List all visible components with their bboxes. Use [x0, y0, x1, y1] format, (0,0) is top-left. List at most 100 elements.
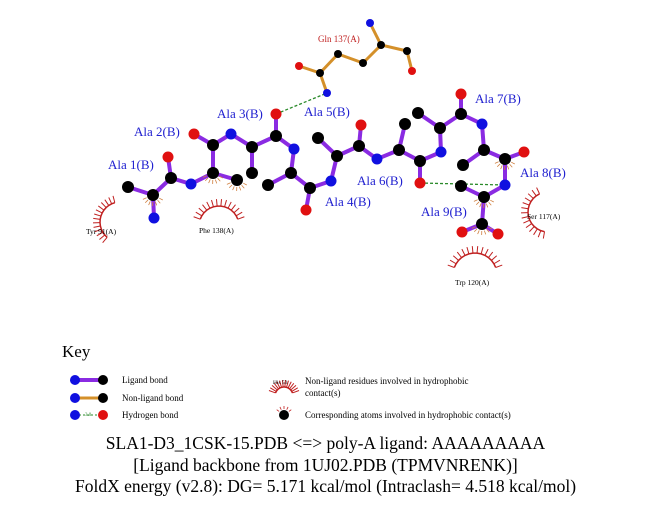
key-ligand-bond-label: Ligand bond — [122, 375, 168, 385]
oxygen-atom — [408, 67, 416, 75]
hydrophobic-arc-trp120-spike — [449, 259, 457, 265]
hydrophobic-contact-spike — [142, 197, 147, 200]
key-hydrophobic-arc-spike — [287, 381, 292, 389]
key-hydrophobic-atom — [279, 410, 289, 420]
hydrophobic-arc-phe138-spike — [233, 207, 240, 214]
hydrophobic-arc-trp120-spike — [484, 248, 489, 256]
key-hydrophobic-arc-spike — [289, 383, 295, 390]
hydrophobic-contact-spike — [243, 182, 247, 186]
nonligand-bond — [337, 52, 364, 65]
hydrophobic-arc-phe138-spike — [237, 216, 245, 220]
nitrogen-atom — [70, 393, 80, 403]
hydrophobic-arc-phe138-spike — [193, 216, 201, 220]
hydrophobic-contact-spike — [494, 161, 499, 164]
oxygen-atom — [98, 410, 108, 420]
hydrophobic-contact-spike — [485, 203, 489, 208]
hydrophobic-arc-ser117-spike — [531, 189, 537, 197]
hydrophobic-arc-ser117-spike — [537, 230, 542, 238]
hydrophobic-arc-tyr91-spike — [98, 205, 105, 211]
nitrogen-atom — [499, 179, 511, 191]
hydrophobic-arc-phe138-spike — [215, 199, 218, 207]
hydrophobic-contact-spike — [228, 184, 233, 189]
carbon-atom — [304, 182, 316, 194]
carbon-atom — [399, 118, 411, 130]
hydrophobic-arc-tyr91 — [99, 201, 116, 238]
carbon-atom — [246, 141, 258, 153]
hydrophobic-arc-trp120-spike — [466, 247, 470, 255]
hydrophobic-arc-ser117-spike — [533, 228, 538, 236]
nitrogen-atom — [323, 89, 331, 97]
hydrophobic-arc-trp120-spike — [491, 255, 498, 261]
hydrophobic-arc-trp120-spike — [456, 251, 462, 258]
hydrophobic-arc-phe138-spike — [195, 211, 203, 217]
hydrophobic-label-ser117: Ser 117(A) — [527, 212, 561, 221]
carbon-atom — [165, 172, 177, 184]
key-nonligand-bond-label: Non-ligand bond — [122, 393, 184, 403]
key-hydrophobic-arc-spike — [292, 390, 300, 394]
nitrogen-atom — [288, 143, 300, 155]
nitrogen-atom — [371, 153, 383, 165]
hydrophobic-contact-spike — [157, 199, 161, 204]
carbon-atom — [207, 139, 219, 151]
carbon-atom — [478, 191, 490, 203]
hydrophobic-arc-trp120-spike — [461, 248, 466, 256]
hydrophobic-arc-phe138-spike — [227, 201, 232, 209]
hydrophobic-arc-trp120-spike — [480, 247, 484, 255]
key-hydrophobic-spike — [279, 406, 282, 410]
hydrophobic-contact-spike — [217, 177, 221, 182]
key-hydrogen-bond-label: Hydrogen bond — [122, 410, 179, 420]
hydrophobic-contact-spike — [490, 199, 494, 203]
hydrogen-bond — [275, 92, 328, 115]
hydrophobic-contact-spike — [509, 163, 513, 168]
caption-line-3: FoldX energy (v2.8): DG= 5.171 kcal/mol … — [74, 476, 577, 496]
hydrophobic-arc-ser117-spike — [521, 216, 529, 219]
hydrophobic-arc-tyr91-spike — [94, 228, 102, 233]
hydrophobic-contact-spike — [506, 165, 510, 170]
residue-label-ala5: Ala 5(B) — [304, 104, 350, 119]
hydrophobic-arc-trp120-spike — [447, 264, 455, 268]
hydrophobic-arc-ser117-spike — [521, 207, 529, 210]
hydrophobic-contact-spike — [477, 230, 480, 235]
oxygen-atom — [188, 128, 200, 140]
key-title: Key — [62, 342, 91, 361]
residue-label-ala3: Ala 3(B) — [217, 106, 263, 121]
key-hydrophobic-arc-spike — [276, 381, 281, 389]
hydrophobic-arc-trp120-spike — [476, 246, 479, 254]
carbon-atom — [403, 47, 411, 55]
carbon-atom — [316, 69, 324, 77]
hydrophobic-contact-spike — [488, 201, 492, 206]
hydrophobic-arc-trp120 — [453, 252, 497, 268]
key-hydrophobic-spike — [276, 409, 280, 412]
residue-label-ala4: Ala 4(B) — [325, 194, 371, 209]
carbon-atom — [147, 189, 159, 201]
hydrophobic-contact-spike — [204, 177, 209, 182]
carbon-atom — [122, 181, 134, 193]
carbon-atom — [476, 218, 488, 230]
oxygen-atom — [355, 119, 367, 131]
caption-line-2: [Ligand backbone from 1UJ02.PDB (TPMVNRE… — [133, 455, 518, 475]
nitrogen-atom — [366, 19, 374, 27]
hydrophobic-arc-tyr91-spike — [99, 234, 106, 240]
carbon-atom — [393, 144, 405, 156]
key-hbond-distance: 3.0 — [85, 413, 92, 418]
hydrophobic-arc-tyr91-spike — [96, 231, 104, 237]
nonligand-bond — [318, 52, 340, 75]
carbon-atom — [455, 180, 467, 192]
residue-label-ala2: Ala 2(B) — [134, 124, 180, 139]
hydrophobic-arc-ser117-spike — [525, 223, 532, 229]
hydrophobic-arc-phe138-spike — [220, 199, 223, 207]
hydrophobic-arc-phe138-spike — [202, 204, 208, 211]
oxygen-atom — [492, 228, 504, 240]
carbon-atom — [457, 159, 469, 171]
residue-label-ala8: Ala 8(B) — [520, 165, 566, 180]
hydrophobic-arc-phe138-spike — [230, 204, 236, 211]
key-hydrophobic-arc-spike — [282, 380, 284, 388]
carbon-atom — [331, 150, 343, 162]
hydrophobic-contact-spike — [232, 186, 235, 191]
hydrophobic-contact-spike — [214, 179, 218, 184]
nitrogen-atom — [148, 212, 160, 224]
key-corresponding-atoms-label: Corresponding atoms involved in hydropho… — [305, 410, 511, 420]
hydrophobic-arc-tyr91-spike — [95, 209, 103, 214]
oxygen-atom — [300, 204, 312, 216]
